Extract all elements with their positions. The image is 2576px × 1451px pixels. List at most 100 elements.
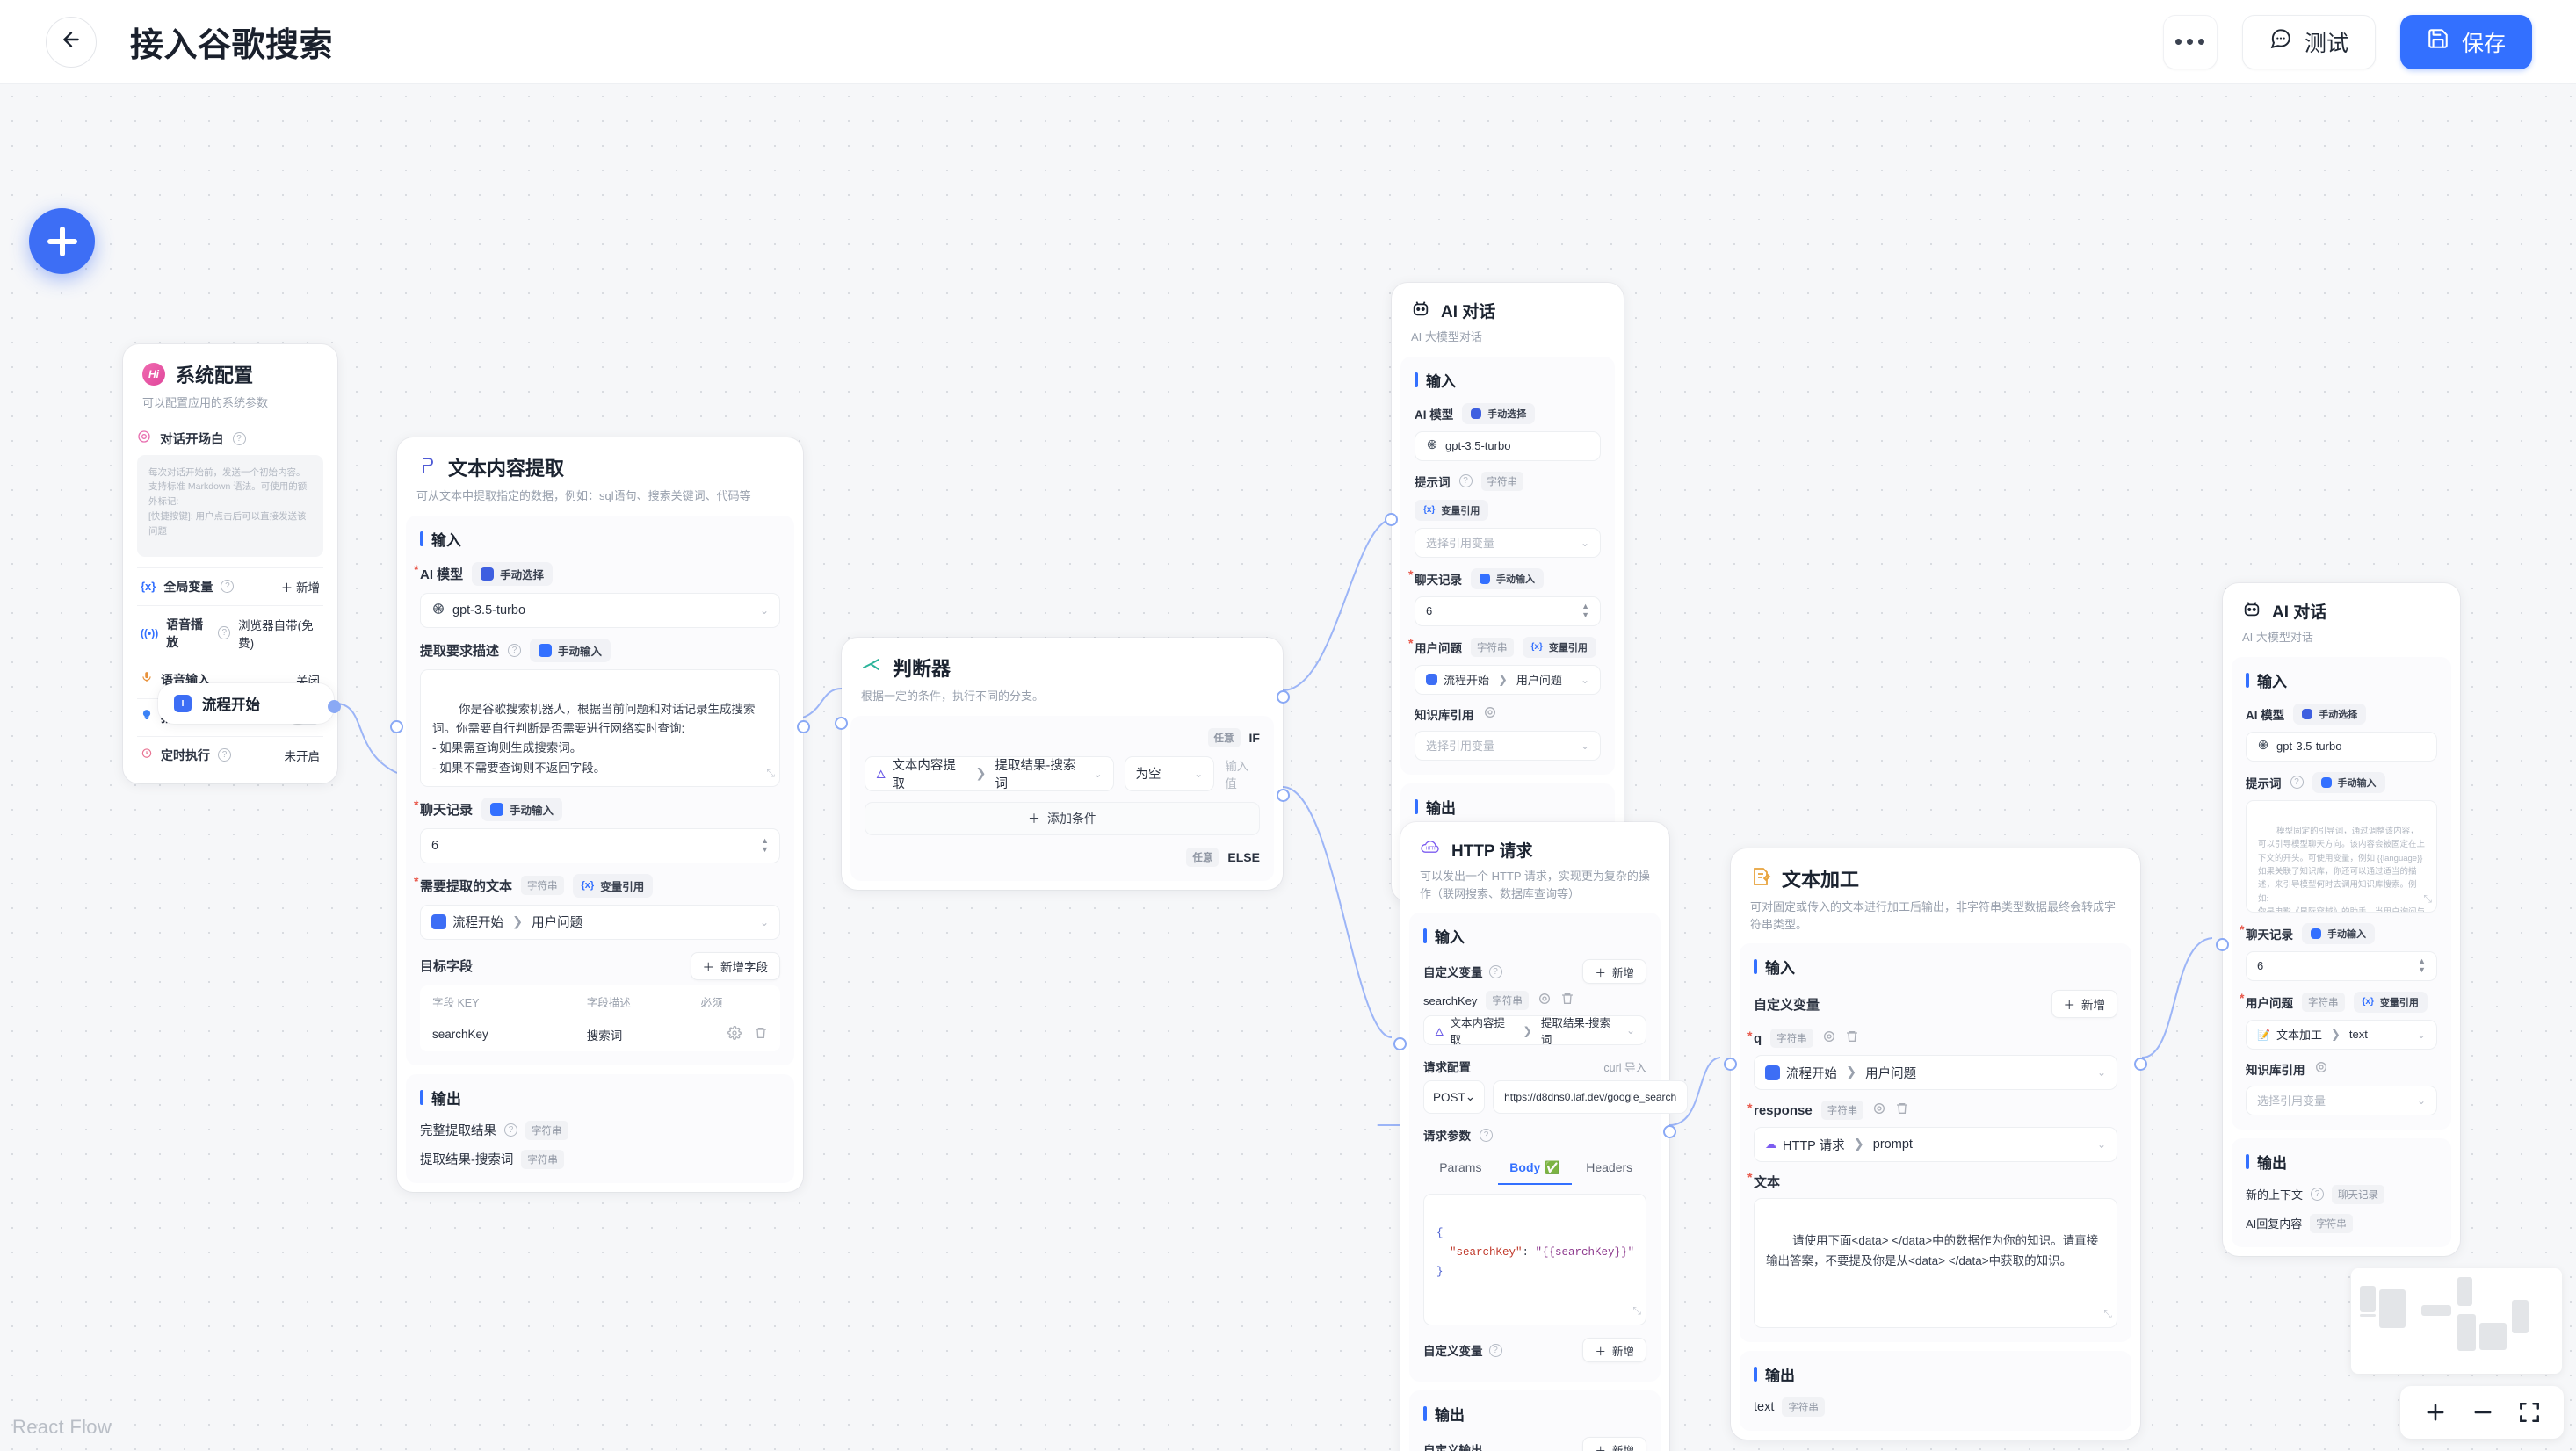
- condition-operator-select[interactable]: 为空 ⌄: [1124, 755, 1215, 791]
- target-handle[interactable]: [1393, 1037, 1407, 1050]
- tab-body[interactable]: Body✅: [1497, 1152, 1573, 1185]
- ai-model-select[interactable]: gpt-3.5-turbo ⌄: [420, 592, 780, 628]
- tab-params[interactable]: Params: [1439, 1160, 1482, 1174]
- source-handle-else[interactable]: [1277, 789, 1290, 802]
- var-ref-chip[interactable]: {x} 变量引用: [1415, 499, 1489, 521]
- gear-icon[interactable]: [1822, 1029, 1836, 1048]
- tab-headers[interactable]: Headers: [1586, 1160, 1633, 1174]
- http-url-input[interactable]: https://d8dns0.laf.dev/google_search: [1493, 1080, 1689, 1114]
- help-icon[interactable]: ?: [221, 580, 235, 593]
- help-icon[interactable]: ?: [1488, 964, 1502, 978]
- target-handle[interactable]: [1385, 513, 1398, 526]
- trash-icon[interactable]: [1845, 1029, 1859, 1048]
- gear-icon[interactable]: [2314, 1060, 2328, 1079]
- manual-select-chip[interactable]: 手动选择: [1462, 402, 1536, 424]
- fit-view-button[interactable]: [2518, 1401, 2541, 1424]
- curl-import-button[interactable]: curl 导入: [1603, 1061, 1646, 1074]
- flow-canvas[interactable]: Hi 系统配置 可以配置应用的系统参数 对话开场白 ? 每次对话开始前，发送一个…: [0, 84, 2576, 1451]
- ai-model-select[interactable]: gpt-3.5-turbo: [1415, 430, 1601, 461]
- var-value-select[interactable]: 🜂 文本内容提取 ❯ 提取结果-搜索词 ⌄: [1423, 1015, 1646, 1046]
- source-handle[interactable]: [797, 720, 810, 733]
- extract-req-textarea[interactable]: 你是谷歌搜索机器人，根据当前问题和对话记录生成搜索词。你需要自行判断是否需要进行…: [420, 668, 780, 787]
- help-icon[interactable]: ?: [504, 1123, 517, 1137]
- help-icon[interactable]: ?: [508, 643, 522, 657]
- zoom-out-button[interactable]: [2471, 1400, 2495, 1425]
- resize-handle-icon[interactable]: ⤡: [2103, 1308, 2112, 1320]
- user-question-select[interactable]: 📝 文本加工 ❯ text ⌄: [2246, 1019, 2437, 1050]
- target-handle[interactable]: [390, 720, 403, 733]
- manual-input-chip[interactable]: 手动输入: [2312, 771, 2385, 793]
- row-voice-input[interactable]: 语音输入 关闭: [137, 660, 323, 689]
- minimap[interactable]: [2351, 1268, 2562, 1374]
- resize-handle-icon[interactable]: ⤡: [1632, 1305, 1641, 1317]
- add-condition-button[interactable]: ＋ 添加条件: [865, 801, 1260, 835]
- trash-icon[interactable]: [1895, 1101, 1909, 1120]
- stepper-icon[interactable]: ▲▼: [1581, 602, 1589, 619]
- manual-input-chip[interactable]: 手动输入: [530, 638, 611, 662]
- save-button[interactable]: 保存: [2399, 14, 2532, 69]
- chat-history-number-input[interactable]: 6 ▲▼: [1415, 596, 1601, 626]
- add-variable-button[interactable]: ＋ 新增: [2051, 990, 2117, 1018]
- trash-icon[interactable]: [1560, 992, 1574, 1010]
- help-icon[interactable]: ?: [2290, 776, 2304, 789]
- kb-select[interactable]: 选择引用变量 ⌄: [2246, 1085, 2437, 1115]
- stepper-icon[interactable]: ▲▼: [761, 836, 769, 854]
- row-global-variable[interactable]: {x} 全局变量 ? ＋ 新增: [137, 567, 323, 596]
- row-value[interactable]: 未开启: [284, 749, 321, 763]
- help-icon[interactable]: ?: [2311, 1188, 2325, 1201]
- node-text-extract[interactable]: 文本内容提取 可从文本中提取指定的数据，例如：sql语句、搜索关键词、代码等 输…: [390, 437, 810, 1192]
- add-node-button[interactable]: [29, 208, 95, 274]
- source-handle[interactable]: [2134, 1058, 2147, 1071]
- stepper-icon[interactable]: ▲▼: [2418, 957, 2426, 974]
- resize-handle-icon[interactable]: ⤡: [2423, 892, 2432, 906]
- node-ai-chat-top[interactable]: AI 对话 AI 大模型对话 输入 AI 模型 手动选择 gpt-3.5-tur…: [1385, 283, 1624, 901]
- source-handle[interactable]: [1663, 1125, 1676, 1138]
- text-textarea[interactable]: 请使用下面<data> </data>中的数据作为你的知识。请直接输出答案，不要…: [1754, 1198, 2117, 1328]
- request-body-editor[interactable]: { "searchKey": "{{searchKey}}" } ⤡: [1423, 1194, 1646, 1325]
- gear-icon[interactable]: [727, 1026, 742, 1043]
- help-icon[interactable]: ?: [1488, 1343, 1502, 1357]
- kb-select[interactable]: 选择引用变量 ⌄: [1415, 730, 1601, 761]
- gear-icon[interactable]: [1872, 1101, 1886, 1120]
- node-http-request[interactable]: HTTP HTTP 请求 可以发出一个 HTTP 请求，实现更为复杂的操作（联网…: [1393, 822, 1689, 1451]
- help-icon[interactable]: ?: [218, 626, 231, 639]
- extract-text-select[interactable]: 流程开始 ❯ 用户问题 ⌄: [420, 904, 780, 940]
- trash-icon[interactable]: [754, 1026, 768, 1043]
- add-field-button[interactable]: ＋ 新增字段: [690, 951, 780, 980]
- table-row[interactable]: searchKey 搜索词: [420, 1017, 780, 1051]
- more-options-button[interactable]: [2162, 14, 2218, 69]
- test-button[interactable]: 测试: [2241, 14, 2376, 69]
- add-output-button[interactable]: ＋ 新增: [1582, 1437, 1646, 1451]
- manual-input-chip[interactable]: 手动输入: [1471, 567, 1544, 589]
- help-icon[interactable]: ?: [1458, 474, 1473, 487]
- node-flow-start[interactable]: I 流程开始: [158, 683, 341, 724]
- node-ai-chat-right[interactable]: AI 对话 AI 大模型对话 输入 AI 模型 手动选择 gpt-3.5-tur…: [2216, 583, 2460, 1256]
- add-variable-button-2[interactable]: ＋ 新增: [1582, 1338, 1646, 1362]
- node-system-config[interactable]: Hi 系统配置 可以配置应用的系统参数 对话开场白 ? 每次对话开始前，发送一个…: [123, 344, 337, 783]
- row-scheduled-exec[interactable]: 定时执行 ? 未开启: [137, 735, 323, 764]
- condition-value-input[interactable]: 输入值: [1225, 756, 1260, 791]
- row-value[interactable]: 浏览器自带(免费): [238, 618, 314, 650]
- manual-select-chip[interactable]: 手动选择: [2293, 703, 2367, 725]
- help-icon[interactable]: ?: [232, 431, 246, 445]
- var-ref-chip[interactable]: {x} 变量引用: [2353, 991, 2428, 1013]
- var-q-select[interactable]: 流程开始 ❯ 用户问题 ⌄: [1754, 1055, 2117, 1090]
- target-handle[interactable]: [835, 717, 848, 730]
- var-ref-chip[interactable]: {x} 变量引用: [1522, 636, 1596, 658]
- prompt-select[interactable]: 选择引用变量 ⌄: [1415, 527, 1601, 558]
- node-text-process[interactable]: 文本加工 可对固定或传入的文本进行加工后输出，非字符串类型数据最终会转成字符串类…: [1724, 848, 2147, 1440]
- manual-select-chip[interactable]: 手动选择: [472, 561, 554, 586]
- help-icon[interactable]: ?: [1480, 1128, 1493, 1142]
- source-handle[interactable]: [328, 700, 341, 713]
- http-method-select[interactable]: POST ⌄: [1423, 1080, 1486, 1114]
- chat-history-number-input[interactable]: 6 ▲▼: [2246, 950, 2437, 981]
- chat-history-number-input[interactable]: 6 ▲▼: [420, 827, 780, 863]
- gear-icon[interactable]: [1483, 705, 1497, 724]
- user-question-select[interactable]: 流程开始 ❯ 用户问题 ⌄: [1415, 664, 1601, 695]
- source-handle-if[interactable]: [1277, 690, 1290, 704]
- target-handle[interactable]: [2216, 938, 2229, 951]
- help-icon[interactable]: ?: [218, 748, 231, 762]
- ai-model-select[interactable]: gpt-3.5-turbo: [2246, 731, 2437, 762]
- target-handle[interactable]: [1724, 1058, 1737, 1071]
- manual-input-chip[interactable]: 手动输入: [2302, 922, 2375, 944]
